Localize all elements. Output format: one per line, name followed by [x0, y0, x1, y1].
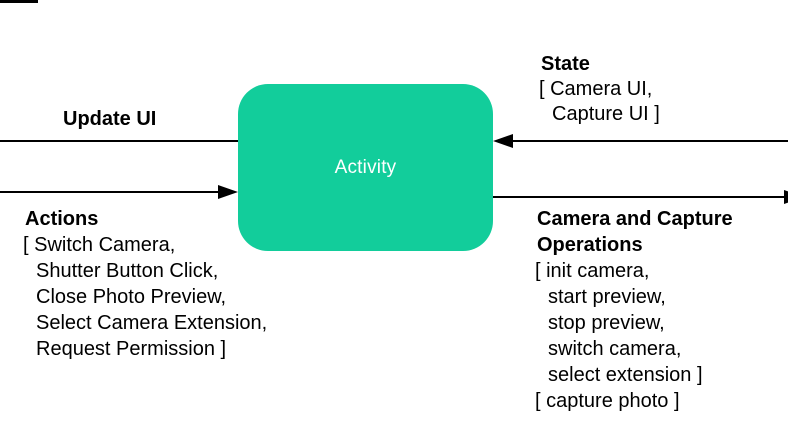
list-line: Request Permission ]	[36, 338, 227, 360]
list-line: start preview,	[548, 286, 666, 308]
state-block: State [ Camera UI, Capture UI ]	[539, 52, 660, 127]
operations-list: [ init camera, start preview, stop preview…	[535, 258, 733, 414]
list-line: [ Camera UI,	[539, 78, 653, 100]
actions-block: Actions [ Switch Camera, Shutter Button C…	[23, 206, 267, 362]
list-line: Select Camera Extension,	[36, 312, 268, 334]
operations-title: Camera and Capture Operations	[537, 206, 733, 258]
activity-node-label: Activity	[334, 156, 397, 178]
list-line: [ init camera,	[535, 260, 650, 282]
list-line: Capture UI ]	[552, 103, 660, 125]
arrowhead-left-icon	[493, 134, 513, 148]
list-line: [ Switch Camera,	[23, 234, 176, 256]
arrowhead-right-icon	[218, 185, 238, 199]
update-ui-arrow-line	[0, 140, 238, 142]
operations-title-line1: Camera and Capture	[537, 208, 733, 230]
list-line: Shutter Button Click,	[36, 260, 219, 282]
state-title: State	[541, 53, 590, 75]
state-list: [ Camera UI, Capture UI ]	[539, 77, 660, 127]
update-ui-label: Update UI	[63, 108, 157, 130]
actions-title: Actions	[25, 208, 99, 230]
operations-block: Camera and Capture Operations [ init cam…	[535, 206, 733, 414]
operations-title-line2: Operations	[537, 234, 643, 256]
actions-list: [ Switch Camera, Shutter Button Click, Clo…	[23, 232, 267, 362]
list-line: switch camera,	[548, 338, 682, 360]
arrowhead-right-clipped-icon	[784, 190, 788, 204]
list-line: Close Photo Preview,	[36, 286, 227, 308]
top-left-crop-bar	[0, 0, 38, 3]
actions-arrow-line	[0, 191, 221, 193]
operations-arrow-line	[493, 196, 788, 198]
activity-node: Activity	[238, 84, 493, 251]
list-line: stop preview,	[548, 312, 665, 334]
list-line: select extension ]	[548, 364, 703, 386]
state-arrow-line	[510, 140, 788, 142]
list-line: [ capture photo ]	[535, 390, 680, 412]
